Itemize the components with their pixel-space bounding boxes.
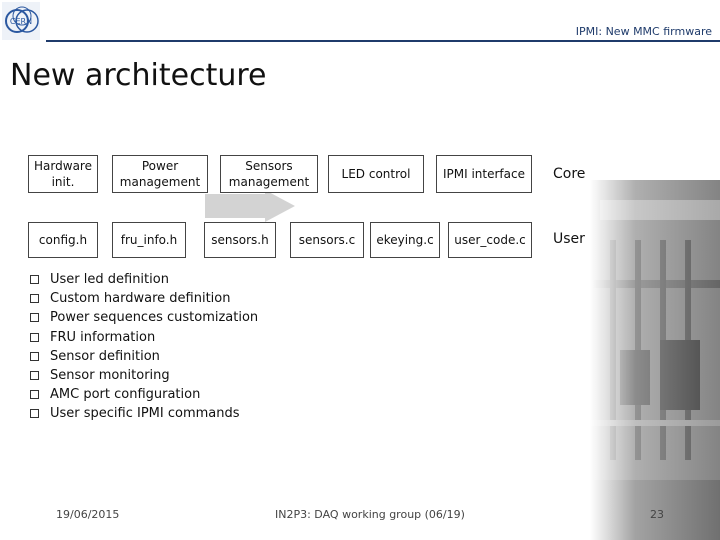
row-label-core: Core bbox=[553, 166, 586, 182]
core-box-led-control: LED control bbox=[328, 155, 424, 193]
list-item: Custom hardware definition bbox=[30, 289, 258, 308]
list-item-text: Power sequences customization bbox=[50, 310, 259, 326]
checkbox-bullet-icon bbox=[30, 351, 39, 361]
checkbox-bullet-icon bbox=[30, 294, 39, 304]
list-item: User led definition bbox=[30, 270, 258, 289]
hardware-photo bbox=[590, 180, 720, 540]
checkbox-bullet-icon bbox=[30, 371, 39, 381]
user-box-fru-info-h: fru_info.h bbox=[112, 222, 186, 258]
checkbox-bullet-icon bbox=[30, 275, 39, 285]
checkbox-bullet-icon bbox=[30, 313, 39, 323]
list-item-text: FRU information bbox=[50, 329, 156, 345]
list-item: User specific IPMI commands bbox=[30, 404, 258, 423]
list-item-text: Sensor monitoring bbox=[50, 368, 170, 384]
header-title: IPMI: New MMC firmware bbox=[575, 25, 712, 38]
footer-date: 19/06/2015 bbox=[56, 508, 120, 521]
checkbox-bullet-icon bbox=[30, 390, 39, 400]
core-box-sensors-management: Sensors management bbox=[220, 155, 318, 193]
list-item-text: AMC port configuration bbox=[50, 387, 201, 403]
list-item: Sensor definition bbox=[30, 347, 258, 366]
logo-text: CERN bbox=[10, 17, 32, 26]
header-rule bbox=[46, 40, 720, 42]
user-box-config-h: config.h bbox=[28, 222, 98, 258]
list-item: AMC port configuration bbox=[30, 385, 258, 404]
core-box-ipmi-interface: IPMI interface bbox=[436, 155, 532, 193]
list-item: FRU information bbox=[30, 328, 258, 347]
footer-page-number: 23 bbox=[650, 508, 664, 521]
list-item-text: User specific IPMI commands bbox=[50, 406, 240, 422]
core-box-power-management: Power management bbox=[112, 155, 208, 193]
list-item-text: Sensor definition bbox=[50, 348, 160, 364]
slide-title: New architecture bbox=[10, 58, 267, 93]
user-box-user-code-c: user_code.c bbox=[448, 222, 532, 258]
user-box-ekeying-c: ekeying.c bbox=[370, 222, 440, 258]
arrow-band bbox=[205, 190, 295, 222]
checkbox-bullet-icon bbox=[30, 332, 39, 342]
cern-logo: CERN bbox=[2, 2, 40, 40]
user-box-sensors-h: sensors.h bbox=[204, 222, 276, 258]
footer-event: IN2P3: DAQ working group (06/19) bbox=[275, 508, 465, 521]
checkbox-bullet-icon bbox=[30, 409, 39, 419]
list-item-text: User led definition bbox=[50, 272, 169, 288]
list-item: Power sequences customization bbox=[30, 308, 258, 327]
bullet-list: User led definition Custom hardware defi… bbox=[30, 270, 258, 424]
list-item: Sensor monitoring bbox=[30, 366, 258, 385]
core-box-hardware-init: Hardware init. bbox=[28, 155, 98, 193]
list-item-text: Custom hardware definition bbox=[50, 291, 231, 307]
row-label-user: User bbox=[553, 231, 585, 247]
user-box-sensors-c: sensors.c bbox=[290, 222, 364, 258]
